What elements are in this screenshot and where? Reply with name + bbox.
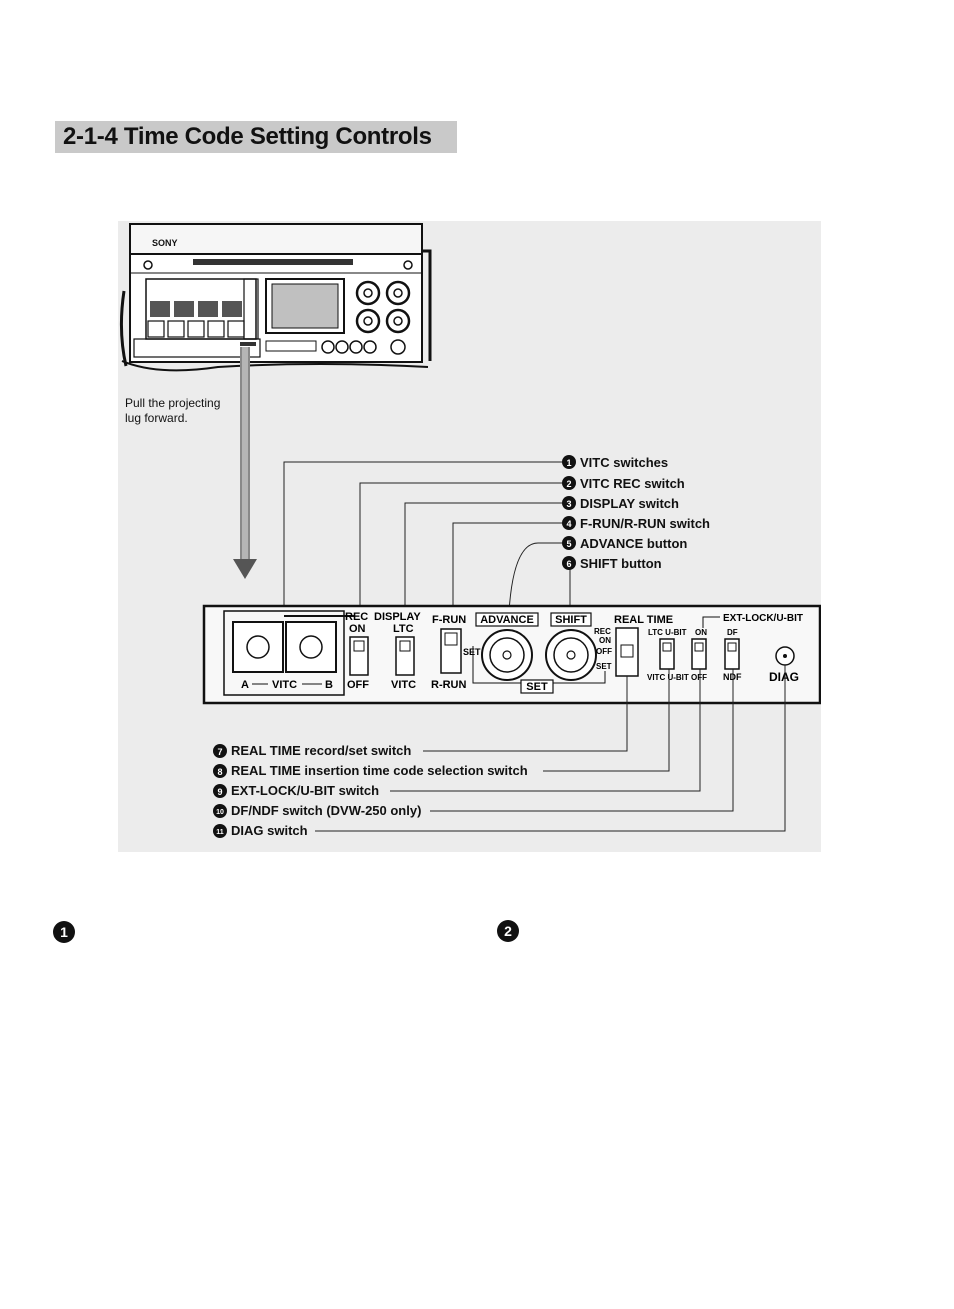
pull-arrow: [233, 347, 257, 579]
label-diag: DIAG: [769, 670, 799, 684]
label-off: OFF: [347, 679, 369, 691]
label-advance: ADVANCE: [480, 614, 534, 626]
label-ext-lock-ubit: EXT-LOCK/U-BIT: [723, 613, 803, 624]
callout-vitc-rec-switch: VITC REC switch: [580, 476, 685, 491]
callout-number: 7: [217, 747, 222, 757]
label-ndf: NDF: [723, 672, 742, 682]
callout-number: 3: [566, 499, 571, 509]
label-df: DF: [727, 628, 738, 637]
callout-number: 10: [216, 809, 224, 816]
section-title: 2-1-4 Time Code Setting Controls: [55, 121, 457, 153]
callout-number: 11: [216, 829, 224, 836]
label-ext-off: OFF: [691, 673, 707, 682]
section-marker-1: 1: [53, 921, 75, 943]
callout-number: 8: [217, 767, 222, 777]
label-ltc: LTC: [393, 623, 414, 635]
label-ext-on: ON: [695, 628, 707, 637]
callout-number: 9: [217, 787, 222, 797]
section-marker-2: 2: [497, 920, 519, 942]
pull-note-line1: Pull the projecting: [125, 396, 220, 410]
callout-number: 2: [566, 479, 571, 489]
label-display: DISPLAY: [374, 611, 421, 623]
callout-display-switch: DISPLAY switch: [580, 496, 679, 511]
callout-shift-button: SHIFT button: [580, 556, 662, 571]
figure-drawing: SONY Pull the projecting lug forward. 1 …: [119, 223, 822, 838]
callout-ext-lock-ubit: EXT-LOCK/U-BIT switch: [231, 783, 379, 798]
label-rt-set: SET: [596, 662, 612, 671]
label-vitc: VITC: [391, 679, 416, 691]
callout-vitc-switches: VITC switches: [580, 455, 668, 470]
label-set-advance: SET: [463, 647, 481, 657]
label-ltc-ubit: LTC U-BIT: [648, 628, 687, 637]
label-real-time: REAL TIME: [614, 614, 673, 626]
label-on: ON: [349, 623, 366, 635]
callouts-bottom: 7 REAL TIME record/set switch 8 REAL TIM…: [213, 665, 786, 838]
vtr-device-illustration: [119, 223, 432, 372]
label-a: A: [241, 679, 249, 691]
time-code-controls-figure: SONY Pull the projecting lug forward. 1 …: [118, 221, 822, 852]
callout-number: 1: [566, 458, 571, 468]
callouts-top: 1 VITC switches 2 VITC REC switch 3 DISP…: [283, 455, 710, 647]
label-vitc-ab: VITC: [272, 679, 297, 691]
label-rt-rec: REC: [594, 627, 611, 636]
label-rrun: R-RUN: [431, 679, 466, 691]
pull-note-line2: lug forward.: [125, 411, 188, 425]
callout-frun-rrun-switch: F-RUN/R-RUN switch: [580, 516, 710, 531]
callout-df-ndf: DF/NDF switch (DVW-250 only): [231, 803, 421, 818]
label-rt-on: ON: [599, 636, 611, 645]
callout-number: 6: [566, 559, 571, 569]
callout-real-time-record-set: REAL TIME record/set switch: [231, 743, 411, 758]
label-frun: F-RUN: [432, 614, 466, 626]
callout-number: 5: [566, 539, 571, 549]
control-panel: A VITC B REC ON OFF DISPLAY LTC VITC F-R…: [202, 604, 822, 705]
brand-logo: SONY: [152, 238, 178, 248]
label-rec: REC: [345, 611, 368, 623]
label-b: B: [325, 679, 333, 691]
label-rt-off: OFF: [596, 647, 612, 656]
callout-real-time-insertion: REAL TIME insertion time code selection …: [231, 763, 528, 778]
callout-number: 4: [566, 519, 571, 529]
callout-diag-switch: DIAG switch: [231, 823, 308, 838]
callout-advance-button: ADVANCE button: [580, 536, 687, 551]
label-set-bracket: SET: [526, 681, 548, 693]
label-vitc-ubit: VITC U-BIT: [647, 673, 689, 682]
label-shift: SHIFT: [555, 614, 587, 626]
